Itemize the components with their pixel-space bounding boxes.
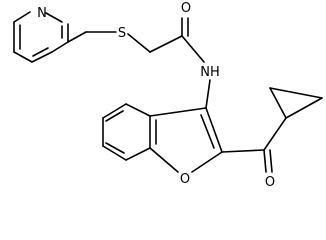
amide-oxygen: O: [181, 1, 191, 16]
cyclopropyl-ketone: [221, 87, 323, 173]
pyridine-nitrogen: N: [37, 6, 47, 21]
amide-nitrogen: NH: [200, 65, 220, 80]
sulfur-atom: S: [118, 26, 126, 41]
benzofuran-ring: [102, 103, 223, 173]
molecule-diagram: N S O NH O: [13, 1, 323, 190]
amide-group: [181, 17, 211, 109]
ketone-oxygen: O: [265, 175, 275, 190]
pyridine-ring: [13, 11, 69, 63]
thioether-bonds: [67, 31, 183, 53]
furan-oxygen: O: [180, 172, 190, 187]
